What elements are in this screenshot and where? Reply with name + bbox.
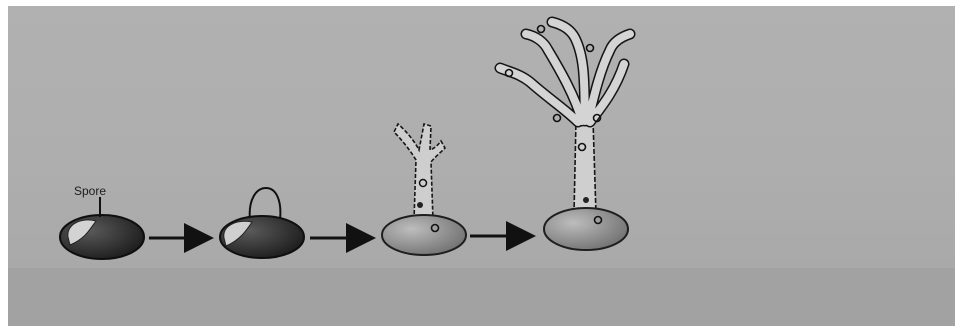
spore-label: Spore [74,184,106,198]
spore-stage: Spore [60,184,144,259]
hyphae-nucleus [587,45,594,52]
mature-hyphae-branches-fill [500,22,630,122]
young-hyphae-spore-body [382,215,466,255]
young-hyphae-stage [382,124,466,255]
hyphae-nucleus [554,115,561,122]
mature-hyphae-stage [500,22,630,250]
mature-hyphae-spore-body [544,208,628,250]
germinating-spore-stage [220,188,304,258]
hyphae-nucleus [417,202,423,208]
hyphae-nucleus [538,26,545,33]
hyphae-nucleus [583,197,589,203]
